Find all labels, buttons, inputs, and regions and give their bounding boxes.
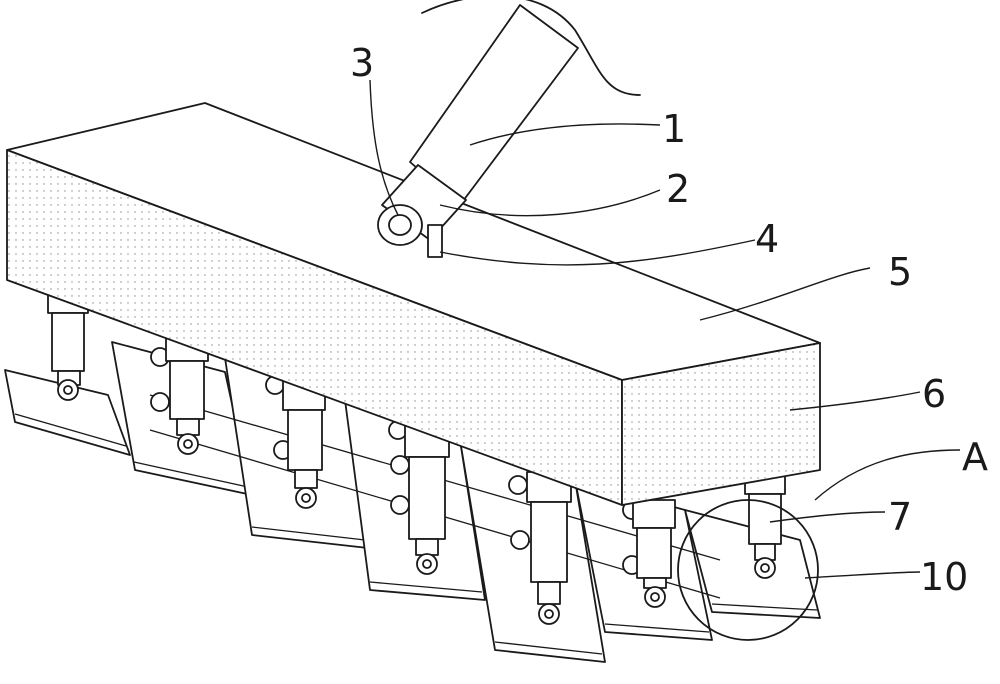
callout-5: 5	[888, 250, 912, 294]
detail-circle-a	[677, 499, 819, 641]
callouts: 1 2 3 4 5 6 A 7 10	[350, 41, 988, 599]
rear-rollers	[150, 347, 642, 575]
cylinder	[282, 379, 326, 509]
hydraulic-arm	[377, 0, 641, 258]
callout-10: 10	[920, 555, 968, 599]
callout-3: 3	[350, 41, 374, 85]
roller	[150, 347, 170, 412]
roller	[508, 475, 530, 550]
cylinder	[526, 471, 572, 625]
main-beam	[6, 102, 821, 506]
callout-7: 7	[888, 495, 912, 539]
callout-1: 1	[662, 107, 686, 151]
beam-end-face	[621, 342, 821, 506]
roller	[388, 420, 410, 515]
cylinder	[632, 499, 676, 608]
leader-lines	[369, 79, 961, 579]
callout-4: 4	[755, 217, 779, 261]
callout-a: A	[962, 435, 988, 479]
callout-2: 2	[666, 167, 690, 211]
callout-6: 6	[922, 372, 946, 416]
